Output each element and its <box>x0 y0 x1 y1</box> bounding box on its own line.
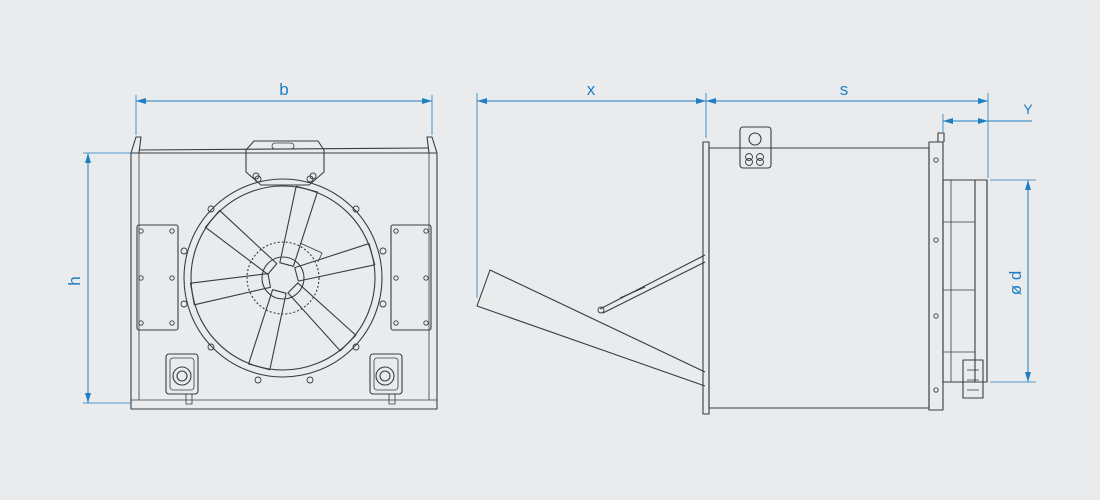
top-junction-box <box>739 126 772 169</box>
fan-blades <box>189 185 376 371</box>
fan-assembly <box>180 175 387 384</box>
right-side-plate <box>390 224 432 331</box>
dim-label-d: ø d <box>1006 271 1025 296</box>
left-side-plate <box>136 224 179 331</box>
dimension-s: s <box>706 80 989 178</box>
dimension-d: ø d <box>990 179 1036 383</box>
mounting-flange <box>702 141 710 415</box>
dimension-x: x <box>476 80 707 298</box>
inlet-hood <box>476 269 706 387</box>
top-bracket <box>245 140 325 186</box>
fan-casing <box>708 147 930 409</box>
front-housing <box>130 152 438 410</box>
dim-label-s: s <box>840 80 849 99</box>
dimension-b: b <box>135 80 433 135</box>
front-view <box>130 136 438 410</box>
dim-label-b: b <box>279 80 288 99</box>
dim-label-x: x <box>587 80 596 99</box>
left-junction-box <box>165 353 199 405</box>
motor <box>942 179 988 399</box>
dim-label-h: h <box>65 276 84 285</box>
dim-label-y: Y <box>1023 101 1033 117</box>
side-view <box>476 126 988 415</box>
right-junction-box <box>369 353 403 405</box>
dimension-h: h <box>65 152 131 404</box>
rear-flange <box>928 141 944 411</box>
dimension-y: Y <box>942 101 1033 132</box>
